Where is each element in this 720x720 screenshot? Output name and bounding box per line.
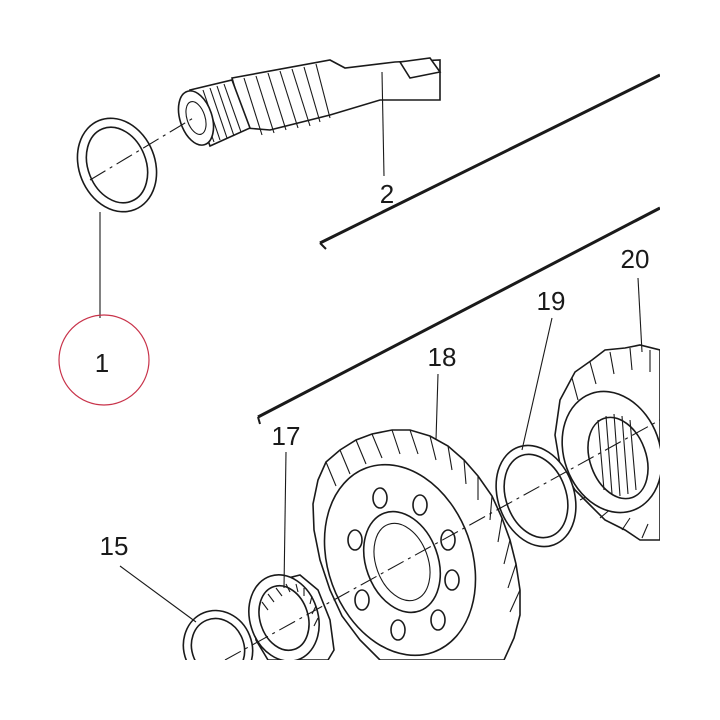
axis-line-upper [89, 116, 196, 181]
section-divider-upper [319, 73, 660, 250]
washer-part-15 [182, 609, 254, 660]
gear-part-18 [312, 429, 521, 660]
axis-line-lower [224, 419, 660, 660]
bearing-part-17 [248, 574, 335, 660]
callout-19: 19 [537, 286, 566, 316]
shaft-part-2 [177, 57, 442, 148]
washer-part-19 [495, 444, 577, 548]
highlight-circle [58, 314, 150, 406]
callout-20: 20 [621, 244, 650, 274]
callout-15: 15 [100, 531, 129, 561]
washer-part-1 [76, 117, 158, 213]
callout-2: 2 [380, 179, 394, 209]
callout-18: 18 [428, 342, 457, 372]
section-divider-lower [257, 206, 660, 425]
leader-lines [99, 71, 643, 623]
gear-part-20 [554, 344, 660, 541]
callout-1: 1 [95, 348, 109, 378]
callout-17: 17 [272, 421, 301, 451]
